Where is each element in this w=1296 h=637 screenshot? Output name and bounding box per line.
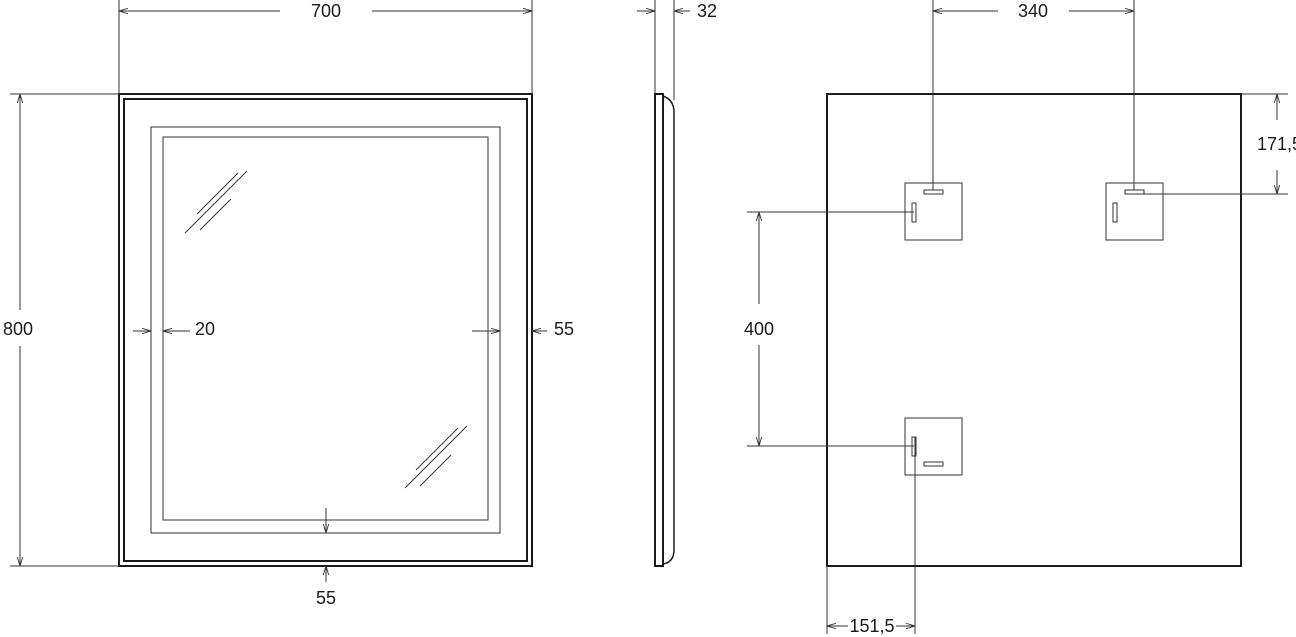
height-label: 800 [3, 319, 33, 339]
front-view: 700 800 20 55 55 [3, 0, 574, 608]
side-margin-dimension: 20 [133, 319, 215, 339]
slot-icon [1112, 202, 1118, 223]
vertical-spacing-dimension: 400 [744, 211, 914, 447]
side-margin-label: 20 [195, 319, 215, 339]
width-label: 700 [311, 1, 341, 21]
frame-bottom-dimension: 55 [316, 508, 336, 608]
side-profile-back [662, 95, 675, 565]
top-offset-label: 171,5 [1257, 134, 1296, 154]
width-dimension: 700 [118, 0, 533, 94]
height-dimension: 800 [3, 93, 119, 567]
vertical-spacing-label: 400 [744, 319, 774, 339]
frame-right-dimension: 55 [472, 319, 574, 339]
left-offset-label: 151,5 [849, 616, 894, 636]
side-view: 32 [637, 0, 717, 567]
slot-icon [923, 461, 944, 467]
left-offset-dimension: 151,5 [826, 437, 916, 636]
mirror-inner-frame [123, 98, 528, 562]
mount-spacing-label: 340 [1018, 1, 1048, 21]
mirror-outer-frame [118, 93, 533, 567]
top-offset-dimension: 171,5 [1134, 93, 1296, 195]
slot-icon [1124, 189, 1145, 195]
slot-icon [923, 189, 944, 195]
bracket-top-right [1105, 182, 1164, 241]
back-view: 340 171,5 400 151,5 [744, 0, 1296, 636]
side-profile-front [654, 93, 664, 567]
glass-reflection-icon [184, 170, 468, 489]
depth-label: 32 [697, 1, 717, 21]
frame-bottom-label: 55 [316, 588, 336, 608]
frame-right-label: 55 [554, 319, 574, 339]
mount-spacing-dimension: 340 [932, 0, 1135, 190]
back-panel [826, 93, 1242, 567]
